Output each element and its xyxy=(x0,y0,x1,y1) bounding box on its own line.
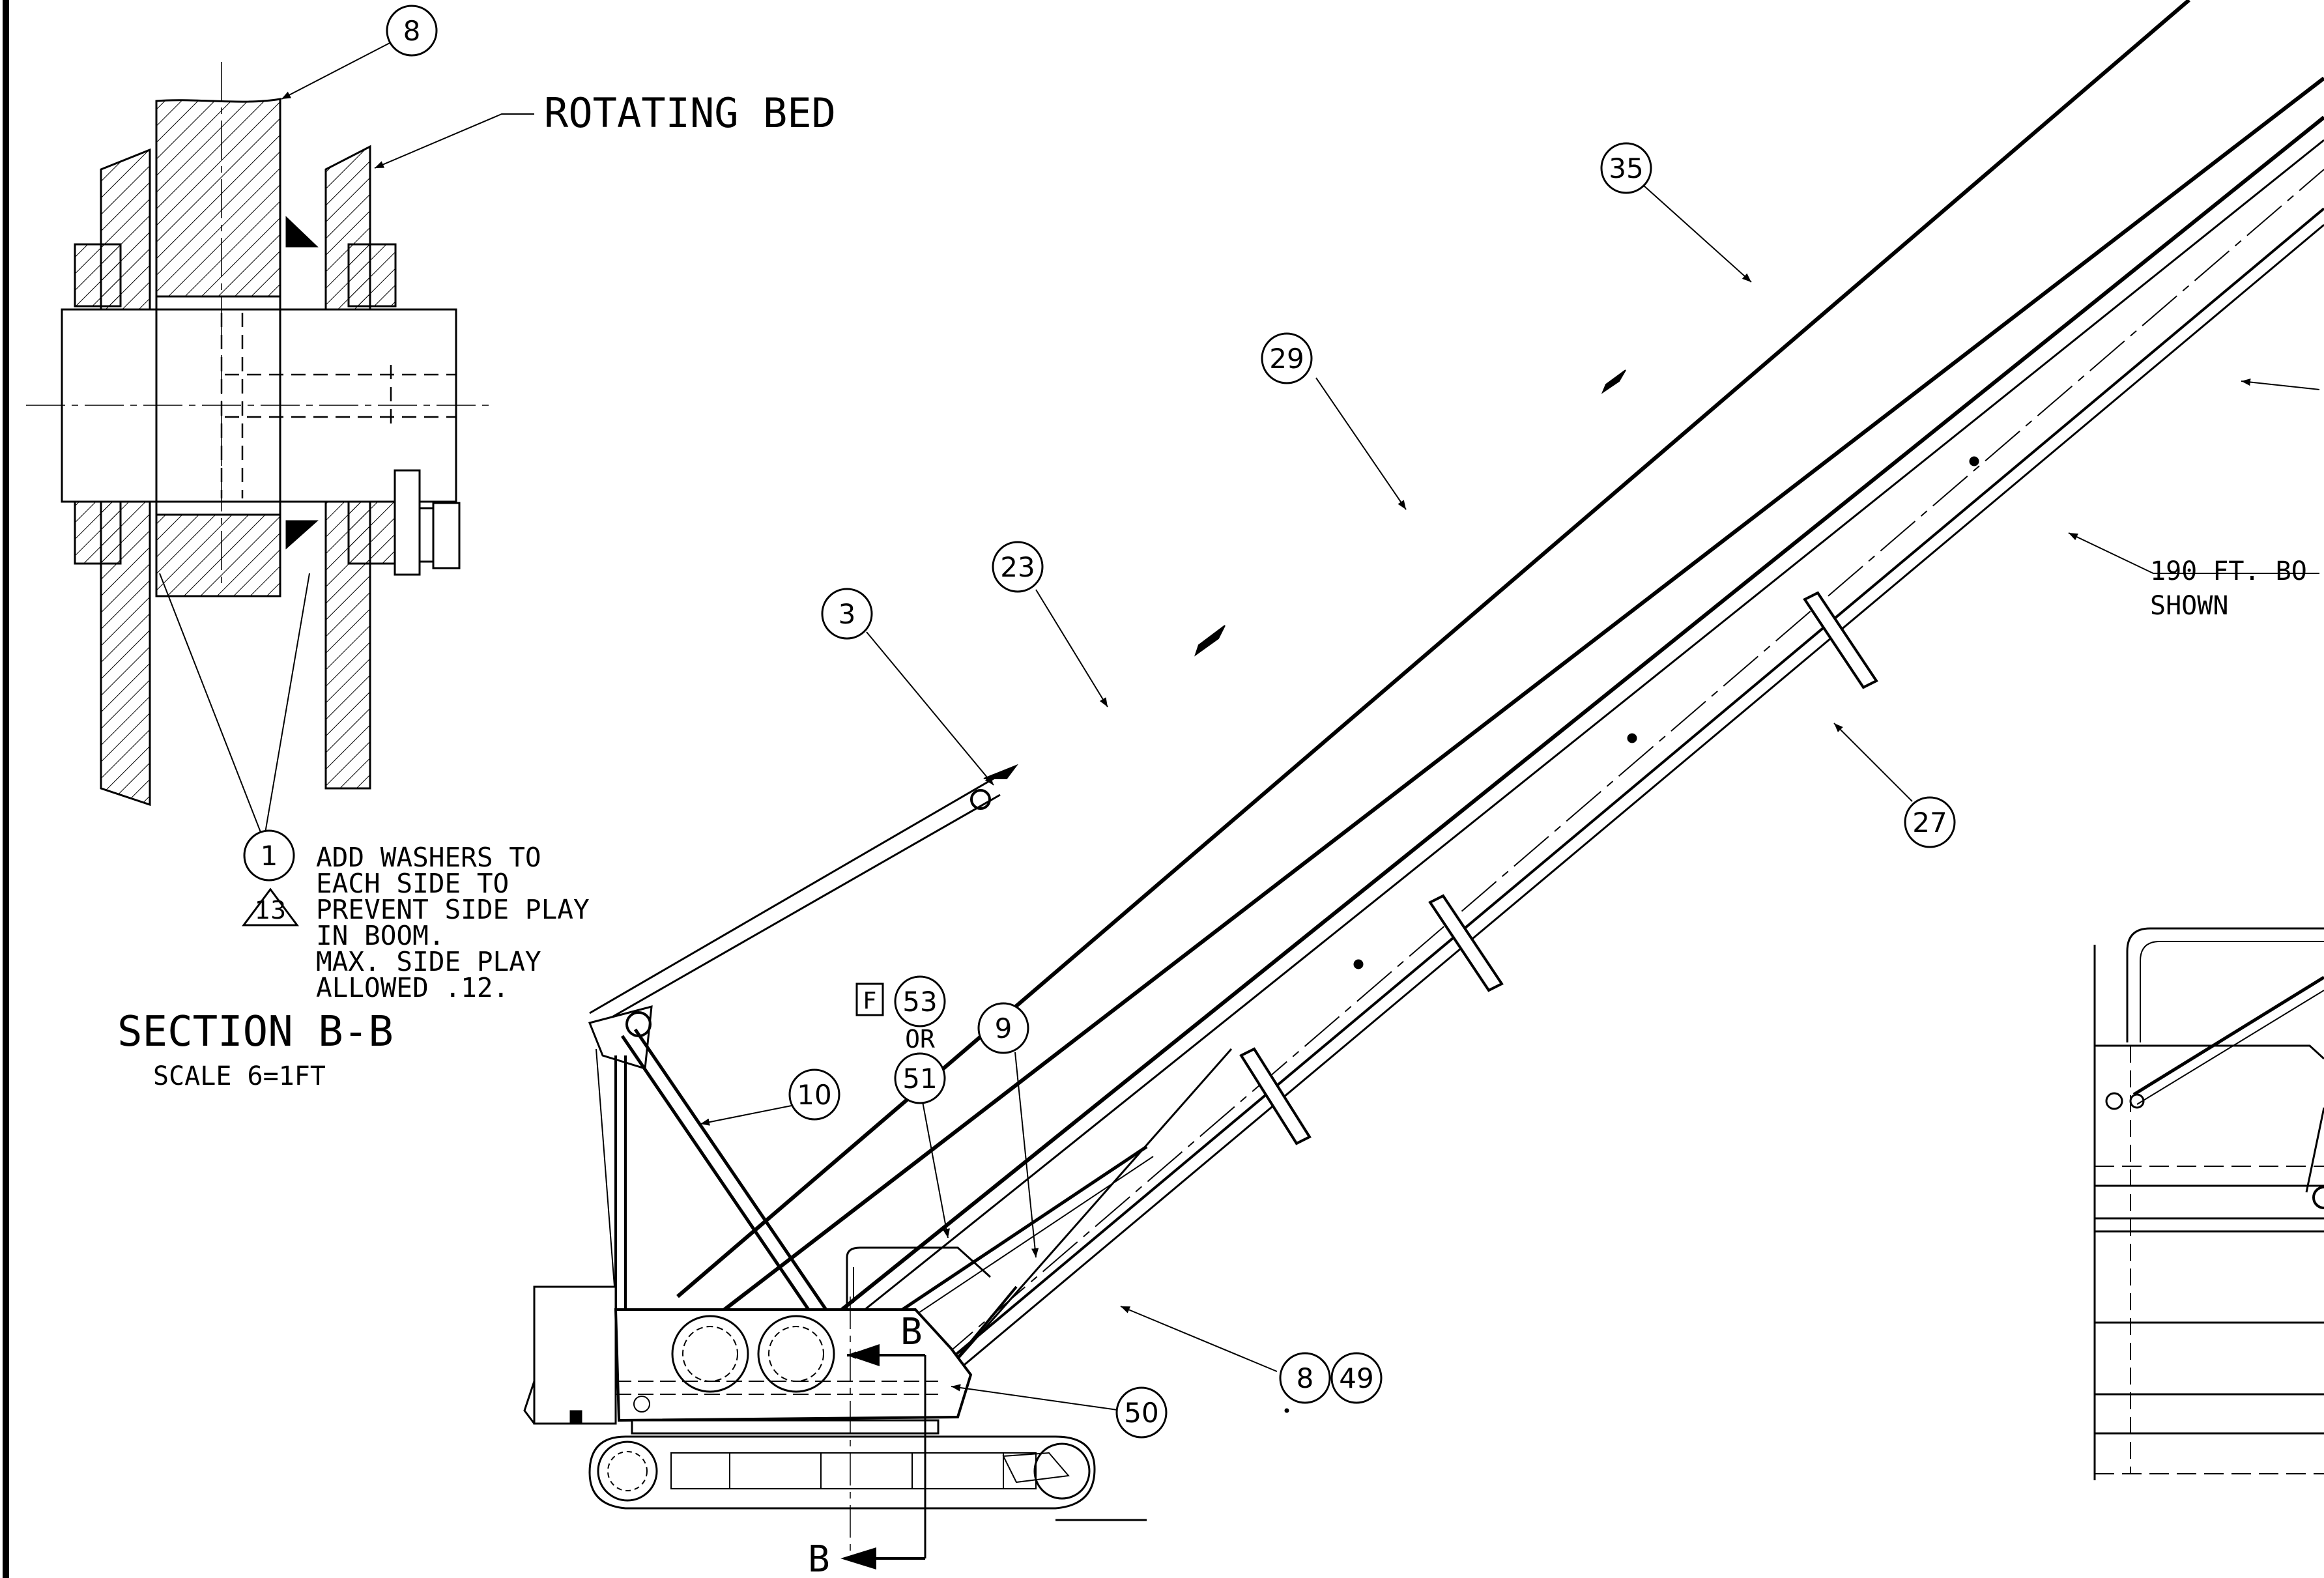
lacing-1 xyxy=(1803,591,1878,689)
pendant-line-upper xyxy=(689,76,2324,1338)
balloon-23: 23 xyxy=(992,541,1044,593)
balloon-49: 49 xyxy=(1330,1352,1383,1404)
boom-bottom-chord-inner xyxy=(944,223,2324,1383)
balloon-9: 9 xyxy=(977,1002,1029,1054)
svg-text:8: 8 xyxy=(1297,1362,1314,1394)
svg-text:35: 35 xyxy=(1609,152,1643,184)
callout-1: 1 xyxy=(243,829,295,882)
svg-text:27: 27 xyxy=(1912,807,1947,839)
svg-text:50: 50 xyxy=(1124,1397,1158,1429)
bolt-head xyxy=(432,502,461,569)
section-mark-top: B xyxy=(900,1311,923,1353)
svg-text:29: 29 xyxy=(1269,343,1304,375)
balloon-29: 29 xyxy=(1261,332,1313,384)
boom-centerline xyxy=(938,169,2324,1362)
balloon-10: 10 xyxy=(788,1069,840,1121)
balloon-3: 3 xyxy=(821,588,873,640)
center-post xyxy=(155,98,281,298)
drum-2 xyxy=(757,1315,835,1393)
svg-text:1: 1 xyxy=(261,840,278,872)
boom-top-chord-inner xyxy=(807,139,2324,1356)
section-b-b-detail xyxy=(26,42,534,841)
washer-note: ADD WASHERS TO EACH SIDE TO PREVENT SIDE… xyxy=(316,842,605,1003)
svg-text:49: 49 xyxy=(1339,1362,1373,1394)
left-collar-bottom xyxy=(74,500,122,565)
section-scale: SCALE 6=1FT xyxy=(153,1061,326,1091)
balloon-50: 50 xyxy=(1115,1386,1168,1439)
pendant-line-35 xyxy=(676,0,2190,1298)
boom-bottom-chord-outer xyxy=(930,207,2324,1376)
svg-text:53: 53 xyxy=(902,986,937,1018)
boom-top-chord-outer xyxy=(800,115,2324,1344)
left-collar-top xyxy=(74,243,122,308)
counterweight xyxy=(533,1285,617,1425)
balloon-27: 27 xyxy=(1904,796,1956,848)
section-title: SECTION B-B xyxy=(117,1008,394,1056)
callout-8-top: 8 xyxy=(386,5,438,57)
section-mark-bottom: B xyxy=(808,1538,830,1578)
crawler-track xyxy=(588,1435,1096,1510)
drawing-border xyxy=(3,0,9,1578)
operator-cab xyxy=(846,1246,992,1310)
svg-text:F: F xyxy=(863,988,877,1014)
balloon-51: 51 xyxy=(894,1052,946,1104)
svg-text:8: 8 xyxy=(403,15,421,47)
balloon-35: 35 xyxy=(1600,142,1652,194)
right-collar-top xyxy=(347,243,397,308)
svg-text:10: 10 xyxy=(797,1079,831,1111)
right-collar-bottom xyxy=(347,500,397,565)
svg-text:23: 23 xyxy=(1000,551,1035,583)
carbody xyxy=(631,1419,940,1435)
center-block xyxy=(155,513,281,597)
label-rotating-bed: ROTATING BED xyxy=(544,89,836,137)
partial-detail-view xyxy=(2093,927,2324,1480)
weld-top xyxy=(285,216,319,248)
svg-text:51: 51 xyxy=(902,1063,937,1095)
callout-13: 13 xyxy=(242,887,299,926)
lacing-3 xyxy=(1239,1047,1312,1145)
idler-wheel xyxy=(597,1441,658,1502)
or-label: OR xyxy=(905,1025,935,1054)
upper-body xyxy=(614,1308,973,1422)
balloon-8: 8 xyxy=(1279,1352,1331,1404)
lacing-2 xyxy=(1428,894,1504,992)
svg-text:13: 13 xyxy=(255,896,286,925)
drum-1 xyxy=(671,1315,749,1393)
nut xyxy=(394,469,421,576)
flag-F: F xyxy=(855,983,884,1016)
crane-boom-assembly xyxy=(523,0,2324,1570)
balloon-53: 53 xyxy=(894,975,946,1027)
drive-sprocket xyxy=(1033,1442,1091,1500)
boom-length-note: 190 FT. BO SHOWN xyxy=(2150,556,2323,621)
svg-text:9: 9 xyxy=(995,1012,1012,1044)
svg-text:3: 3 xyxy=(839,598,856,630)
weld-bottom xyxy=(285,520,319,550)
